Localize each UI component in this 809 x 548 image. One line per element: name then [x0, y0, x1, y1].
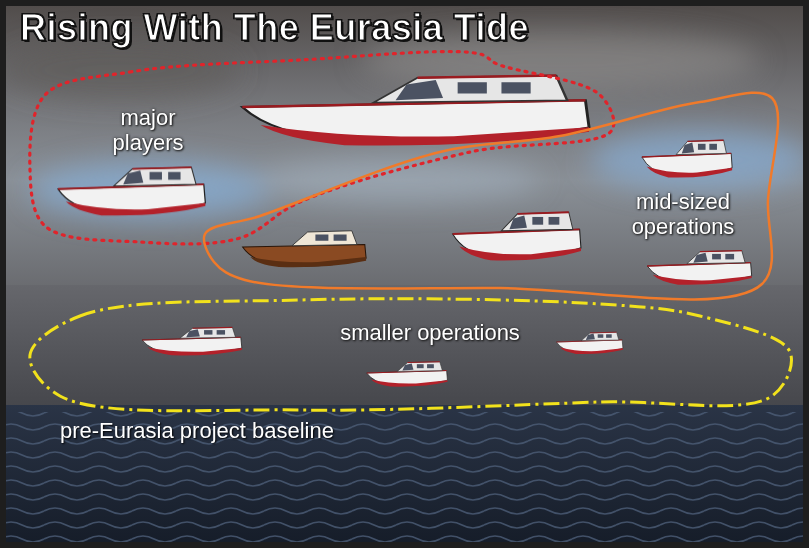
region-border: [30, 299, 792, 411]
region-label: smaller operations: [280, 320, 580, 345]
sea: [0, 405, 809, 548]
small-boat: [367, 362, 448, 387]
region-label: mid-sized operations: [598, 189, 768, 240]
baseline-label: pre-Eurasia project baseline: [60, 418, 334, 443]
frame: [3, 3, 806, 545]
mid-sized-region: mid-sized operations: [197, 90, 780, 296]
haze-band: [0, 285, 809, 410]
waves: [0, 412, 809, 548]
boat: [58, 167, 205, 215]
large-boat: [242, 76, 589, 146]
region-border: [30, 52, 614, 244]
region-border: [204, 93, 778, 300]
diagram-title: Rising With The Eurasia Tide: [20, 8, 529, 48]
boat: [647, 251, 752, 285]
boat: [453, 212, 581, 260]
wooden-boat: [243, 231, 367, 267]
label-holder: pre-Eurasia project baseline: [60, 418, 334, 443]
sky: [0, 0, 809, 300]
region-outline: [22, 46, 620, 250]
smaller-operations-region: smaller operations: [22, 292, 798, 418]
major-players-region: major players: [22, 46, 620, 250]
small-boat: [556, 332, 623, 354]
region-label: major players: [88, 105, 208, 156]
region-outline: [22, 292, 798, 418]
small-boat: [142, 327, 242, 355]
boat: [642, 140, 732, 177]
